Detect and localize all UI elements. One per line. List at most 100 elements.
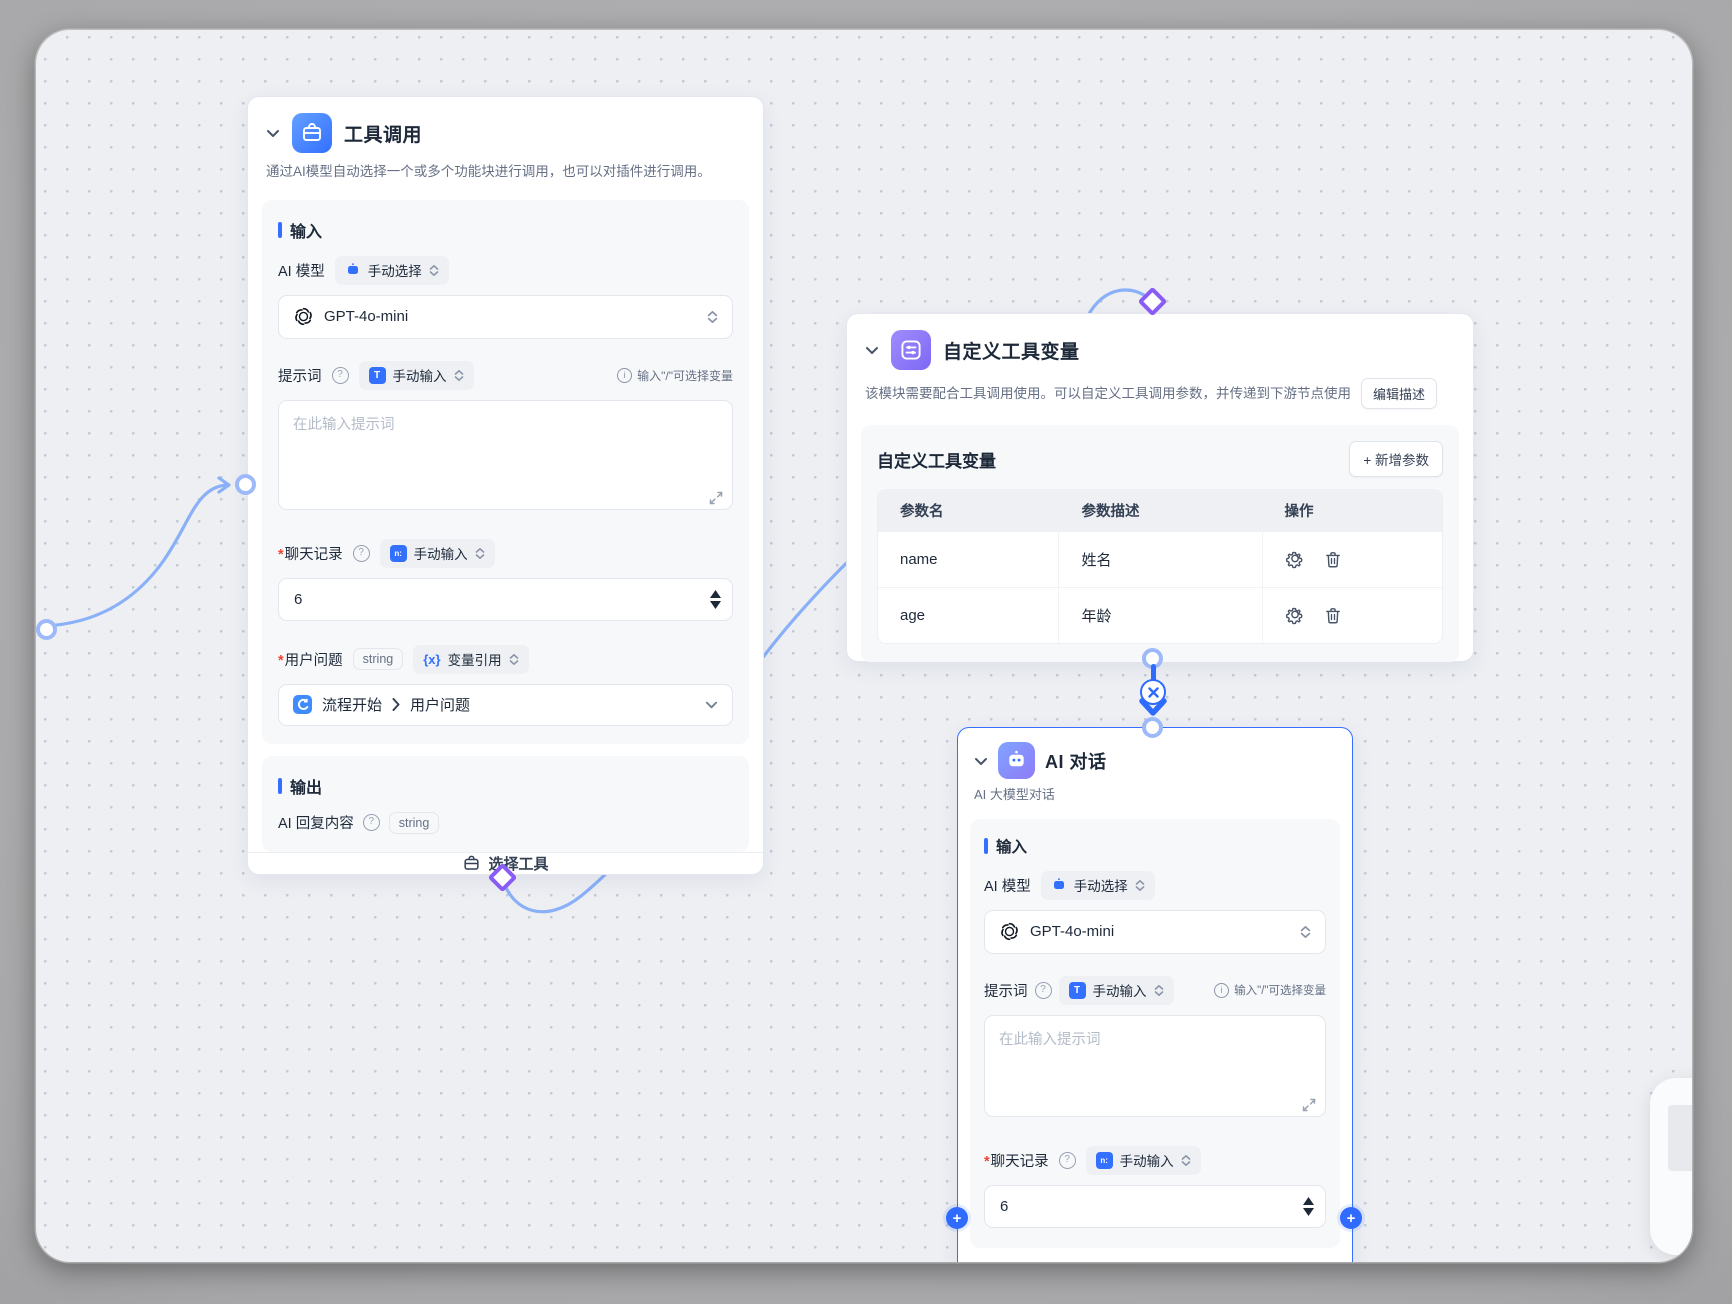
ai-chat-right-add-handle[interactable]: +: [1340, 1207, 1362, 1229]
variable-ref-icon: {x}: [423, 651, 441, 667]
node-subtitle: AI 大模型对话: [974, 787, 1055, 802]
chevron-updown-icon: [1300, 925, 1311, 938]
param-desc: 年龄: [1058, 588, 1261, 643]
ai-chat-left-add-handle[interactable]: +: [946, 1207, 968, 1229]
expand-icon[interactable]: [1302, 1098, 1316, 1112]
flow-canvas[interactable]: 工具调用 通过AI模型自动选择一个或多个功能块进行调用，也可以对插件进行调用。 …: [36, 30, 1692, 1262]
history-number-input[interactable]: [278, 577, 733, 621]
section-header: 输出: [278, 774, 733, 798]
chevron-down-icon: [705, 701, 718, 709]
badge-label: 手动输入: [413, 547, 468, 563]
type-tag: string: [352, 648, 404, 671]
edge-arrow-down-icon: [1139, 698, 1167, 716]
output-section: 输出 AI 回复内容 ? string: [262, 755, 749, 852]
edit-description-button[interactable]: 编辑描述: [1361, 378, 1438, 409]
node-ai-chat[interactable]: AI 对话 AI 大模型对话 输入 AI 模型 手动选择 GPT-4o-mini: [957, 727, 1353, 1262]
help-icon[interactable]: ?: [1058, 1151, 1076, 1169]
param-name: age: [900, 607, 926, 624]
question-ref-select[interactable]: 流程开始 用户问题: [278, 683, 733, 726]
history-number-input[interactable]: [984, 1184, 1326, 1228]
openai-logo-icon: [999, 922, 1020, 941]
prompt-mode-badge[interactable]: T 手动输入: [1058, 975, 1174, 1005]
prompt-mode-badge[interactable]: T 手动输入: [358, 360, 474, 390]
history-number-input-wrap: [278, 577, 733, 621]
input-section: 输入 AI 模型 手动选择 GPT-4o-mini 提示词 ?: [262, 199, 749, 744]
collapse-chevron-icon[interactable]: [266, 126, 280, 140]
output-item-label: AI 回复内容: [278, 816, 354, 833]
hint-text: 输入"/"可选择变量: [637, 368, 733, 383]
stepper-up-icon[interactable]: [710, 589, 721, 598]
chevron-updown-icon: [1154, 984, 1163, 996]
history-label: *聊天记录: [984, 1153, 1049, 1170]
stepper-up-icon[interactable]: [1303, 1196, 1314, 1205]
side-minimized-panel[interactable]: [1650, 1078, 1692, 1255]
section-title: 自定义工具变量: [877, 451, 996, 471]
table-row: age 年龄: [878, 587, 1442, 643]
prompt-textarea-wrap: [984, 1014, 1326, 1122]
sliders-icon: [901, 340, 921, 360]
breadcrumb-arrow-icon: [392, 698, 400, 712]
badge-label: 手动选择: [367, 264, 422, 280]
number-input-icon: n:: [1095, 1151, 1113, 1169]
stepper-down-icon[interactable]: [710, 600, 721, 609]
chevron-updown-icon: [509, 653, 518, 665]
section-label: 输入: [290, 223, 323, 241]
prompt-textarea[interactable]: [984, 1014, 1326, 1117]
required-star: *: [278, 546, 284, 563]
model-select[interactable]: GPT-4o-mini: [984, 909, 1326, 954]
x-icon: [1147, 686, 1159, 698]
badge-label: 变量引用: [447, 653, 502, 669]
source-handle[interactable]: [36, 619, 57, 640]
model-mode-badge[interactable]: 手动选择: [334, 255, 449, 285]
openai-logo-icon: [293, 307, 314, 326]
node-tool-call[interactable]: 工具调用 通过AI模型自动选择一个或多个功能块进行调用，也可以对插件进行调用。 …: [247, 96, 764, 875]
node-custom-vars[interactable]: 自定义工具变量 该模块需要配合工具调用使用。可以自定义工具调用参数，并传递到下游…: [846, 313, 1474, 662]
number-stepper: [1303, 1185, 1314, 1228]
add-param-button[interactable]: + 新增参数: [1349, 441, 1443, 477]
help-icon[interactable]: ?: [331, 366, 349, 384]
section-accent-bar: [984, 837, 988, 854]
side-panel-thumbnail: [1668, 1105, 1692, 1171]
settings-gear-icon[interactable]: [1285, 606, 1305, 626]
settings-gear-icon[interactable]: [1285, 550, 1305, 570]
help-icon[interactable]: ?: [352, 544, 370, 562]
briefcase-icon: [464, 855, 480, 870]
info-icon: i: [1214, 982, 1230, 998]
chevron-updown-icon: [707, 310, 718, 323]
section-accent-bar: [278, 777, 282, 794]
help-icon[interactable]: ?: [1034, 981, 1052, 999]
delete-trash-icon[interactable]: [1323, 550, 1343, 570]
node-title: 工具调用: [344, 124, 423, 146]
model-select[interactable]: GPT-4o-mini: [278, 294, 733, 339]
collapse-chevron-icon[interactable]: [974, 754, 988, 768]
prompt-textarea[interactable]: [278, 399, 733, 510]
model-mode-badge[interactable]: 手动选择: [1040, 870, 1155, 900]
chevron-updown-icon: [429, 264, 439, 276]
help-icon[interactable]: ?: [362, 814, 380, 832]
custom-vars-node-icon: [891, 330, 931, 370]
question-label: *用户问题: [278, 652, 343, 669]
plus-icon: +: [1363, 453, 1372, 468]
delete-trash-icon[interactable]: [1323, 606, 1343, 626]
badge-label: 手动输入: [392, 369, 447, 385]
history-mode-badge[interactable]: n: 手动输入: [1085, 1145, 1201, 1175]
tool-call-input-handle[interactable]: [235, 474, 256, 495]
stepper-down-icon[interactable]: [1303, 1207, 1314, 1216]
history-mode-badge[interactable]: n: 手动输入: [379, 538, 495, 568]
custom-vars-section: 自定义工具变量 + 新增参数 参数名 参数描述 操作 name 姓名: [861, 425, 1459, 662]
robot-icon: [1009, 750, 1024, 767]
question-mode-badge[interactable]: {x} 变量引用: [413, 644, 529, 674]
ai-chat-top-handle[interactable]: [1142, 717, 1163, 738]
collapse-chevron-icon[interactable]: [865, 343, 879, 357]
prompt-label: 提示词: [984, 983, 1028, 1000]
required-star: *: [984, 1153, 990, 1170]
info-icon: i: [617, 367, 633, 383]
ai-chat-node-icon: [998, 742, 1035, 779]
section-label: 输出: [290, 779, 323, 797]
type-tag: string: [388, 811, 440, 834]
chevron-updown-icon: [475, 547, 484, 559]
expand-icon[interactable]: [709, 491, 723, 505]
text-input-icon: T: [368, 366, 386, 384]
ai-model-label: AI 模型: [278, 263, 325, 280]
col-header-name: 参数名: [900, 504, 944, 520]
